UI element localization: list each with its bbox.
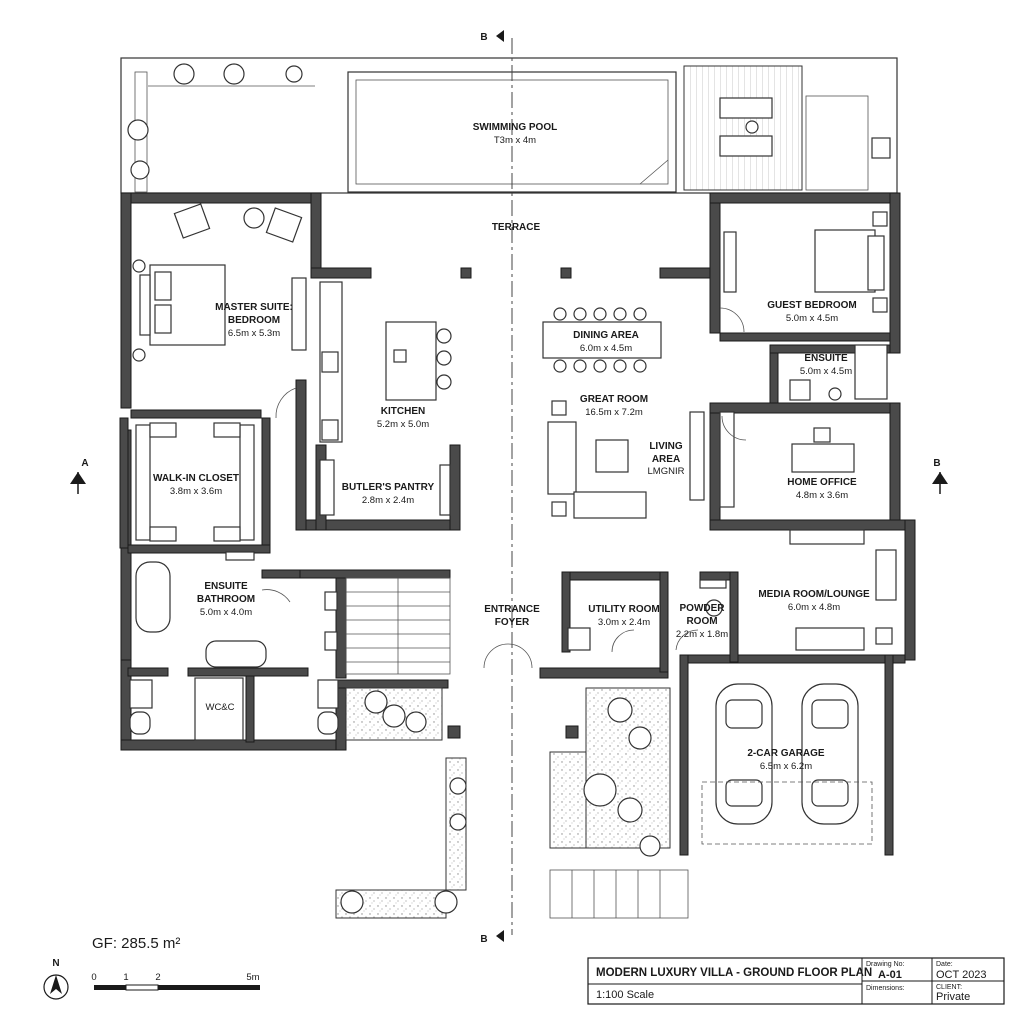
drawing-scale: 1:100 Scale — [596, 989, 654, 1001]
guest-dim: 5.0m x 4.5m — [786, 313, 838, 324]
section-arrow-b-top — [496, 30, 504, 42]
scale-tick-5: 5m — [246, 972, 259, 983]
bath-label: ENSUITE — [204, 581, 248, 592]
master-armchairs — [173, 203, 303, 243]
closet-shelving — [135, 422, 255, 561]
terrace-label: TERRACE — [492, 222, 541, 233]
front-planter-right-edge — [549, 751, 587, 849]
pool-deck — [683, 65, 803, 191]
closet-dim: 3.8m x 3.6m — [170, 486, 222, 497]
living-label: LIVING — [649, 441, 683, 452]
site-boundary-top — [120, 57, 898, 194]
master-label-2: BEDROOM — [228, 315, 280, 326]
media-furniture — [789, 529, 897, 651]
section-label-b-bottom: B — [480, 934, 487, 945]
date-label: Date: — [936, 961, 953, 968]
office-label: HOME OFFICE — [787, 477, 857, 488]
guest-bed — [723, 211, 888, 313]
client-value: Private — [936, 991, 970, 1003]
powder-label: POWDER — [680, 603, 726, 614]
guest-ensuite-fixtures — [789, 344, 888, 401]
scale-tick-0: 0 — [91, 972, 96, 983]
section-arrow-b-bottom — [496, 930, 504, 942]
pantry-shelving — [319, 459, 451, 516]
media-dim: 6.0m x 4.8m — [788, 602, 840, 613]
garage-label: 2-CAR GARAGE — [747, 748, 825, 759]
utility-dim: 3.0m x 2.4m — [598, 617, 650, 628]
guest-label: GUEST BEDROOM — [767, 300, 856, 311]
dimensions-label: Dimensions: — [866, 985, 905, 992]
dining-table — [542, 307, 662, 373]
shrubs-top — [127, 63, 303, 180]
section-marker-a — [70, 472, 86, 494]
side-table — [745, 120, 759, 134]
foyer-label: ENTRANCE — [484, 604, 540, 615]
section-label-b-top: B — [480, 32, 487, 43]
client-label: CLIENT: — [936, 984, 962, 991]
section-marker-a-right — [932, 472, 948, 494]
bath-label-2: BATHROOM — [197, 594, 255, 605]
master-bed — [132, 259, 226, 362]
living-sofas — [547, 400, 705, 519]
pantry-label: BUTLER'S PANTRY — [342, 482, 435, 493]
master-dim: 6.5m x 5.3m — [228, 328, 280, 339]
pool-label: SWIMMING POOL — [473, 122, 557, 133]
gross-area-label: GF: 285.5 m² — [92, 935, 180, 952]
lounger-2 — [719, 135, 773, 157]
bath-fixtures — [129, 561, 339, 741]
master-label: MASTER SUITE: — [215, 302, 293, 313]
garage-cars — [715, 683, 859, 825]
utility-label: UTILITY ROOM — [588, 604, 659, 615]
powder-dim: 2.2m x 1.8m — [676, 629, 728, 640]
section-label-a-right: B — [933, 458, 940, 469]
pantry-dim: 2.8m x 2.4m — [362, 495, 414, 506]
outdoor-sink — [871, 137, 891, 159]
entry-pillar-left — [447, 725, 461, 739]
garage-door-swing — [701, 781, 873, 845]
pool-dim: T3m x 4m — [494, 135, 536, 146]
dining-label: DINING AREA — [573, 330, 639, 341]
kitchen-dim: 5.2m x 5.0m — [377, 419, 429, 430]
drawing-no: A-01 — [878, 969, 902, 981]
dining-dim: 6.0m x 4.5m — [580, 343, 632, 354]
scale-tick-1: 1 — [123, 972, 128, 983]
powder-label-2: ROOM — [686, 616, 717, 627]
kitchen-label: KITCHEN — [381, 406, 425, 417]
master-dresser — [291, 277, 307, 351]
foyer-label-2: FOYER — [495, 617, 530, 628]
outdoor-shower-area — [805, 95, 869, 191]
office-desk — [719, 411, 855, 508]
guest-ensuite-label: ENSUITE — [804, 353, 848, 364]
office-dim: 4.8m x 3.6m — [796, 490, 848, 501]
media-label: MEDIA ROOM/LOUNGE — [758, 589, 870, 600]
date-value: OCT 2023 — [936, 969, 987, 981]
guest-ensuite-dim: 5.0m x 4.5m — [800, 366, 852, 377]
drawing-no-label: Drawing No: — [866, 961, 905, 968]
entry-pillar-right — [565, 725, 579, 739]
section-label-a: A — [81, 458, 88, 469]
kitchen-counter — [319, 281, 452, 443]
living-label-2: AREA — [652, 454, 680, 465]
north-arrow-icon — [43, 974, 69, 1000]
closet-label: WALK-IN CLOSET — [153, 473, 239, 484]
pool-steps — [639, 159, 669, 185]
great-room-dim: 16.5m x 7.2m — [585, 407, 643, 418]
front-steps — [549, 869, 689, 919]
living-sublabel: LMGNIR — [648, 466, 685, 477]
north-label: N — [52, 958, 59, 969]
drawing-title: MODERN LUXURY VILLA - GROUND FLOOR PLAN — [596, 967, 872, 979]
staircase — [345, 577, 451, 675]
scale-tick-2: 2 — [155, 972, 160, 983]
front-shrubs — [340, 690, 661, 914]
lounger-1 — [719, 97, 773, 119]
bath-dim: 5.0m x 4.0m — [200, 607, 252, 618]
scale-bar — [94, 984, 260, 991]
wc-label: WC&C — [205, 702, 234, 713]
utility-fixtures — [567, 579, 727, 651]
garage-dim: 6.5m x 6.2m — [760, 761, 812, 772]
title-block — [587, 957, 1005, 1005]
great-room-label: GREAT ROOM — [580, 394, 648, 405]
